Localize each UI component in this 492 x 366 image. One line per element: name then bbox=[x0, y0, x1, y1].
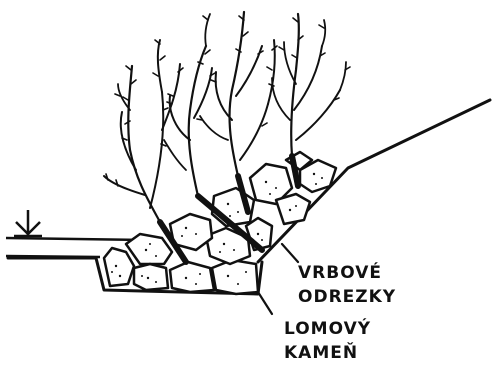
stone bbox=[276, 194, 310, 224]
label-cuttings-line2: ODREZKY bbox=[298, 287, 396, 307]
leader-stone bbox=[258, 292, 272, 314]
stone bbox=[126, 234, 172, 264]
stone bbox=[212, 260, 258, 294]
label-stone-line2: KAMEŇ bbox=[284, 341, 358, 363]
water-level-icon bbox=[14, 210, 42, 236]
branch-buds bbox=[106, 16, 350, 186]
label-cuttings-line1: VRBOVÉ bbox=[298, 261, 382, 283]
stone bbox=[104, 248, 134, 286]
leader-cuttings bbox=[282, 244, 298, 262]
stone bbox=[134, 264, 168, 290]
label-stone-line1: LOMOVÝ bbox=[284, 317, 371, 339]
stone bbox=[170, 262, 214, 292]
